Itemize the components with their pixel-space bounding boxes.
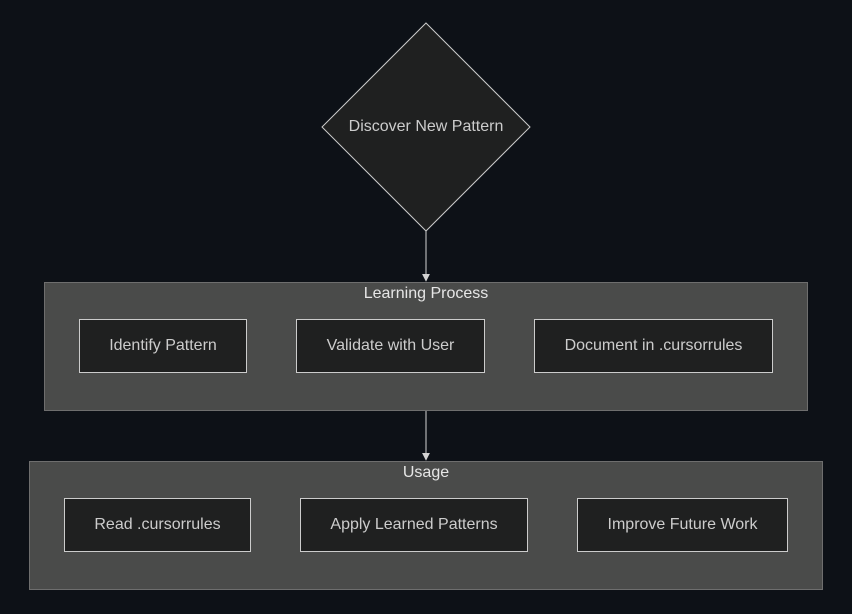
node-apply-learned-patterns[interactable]: Apply Learned Patterns <box>300 498 528 552</box>
node-validate-with-user[interactable]: Validate with User <box>296 319 485 373</box>
cluster-title: Usage <box>402 464 450 481</box>
node-document-in-cursorrules[interactable]: Document in .cursorrules <box>534 319 773 373</box>
node-read-cursorrules[interactable]: Read .cursorrules <box>64 498 251 552</box>
node-identify-pattern[interactable]: Identify Pattern <box>79 319 247 373</box>
decision-label: Discover New Pattern <box>348 118 504 135</box>
cluster-title: Learning Process <box>363 285 489 302</box>
node-improve-future-work[interactable]: Improve Future Work <box>577 498 788 552</box>
